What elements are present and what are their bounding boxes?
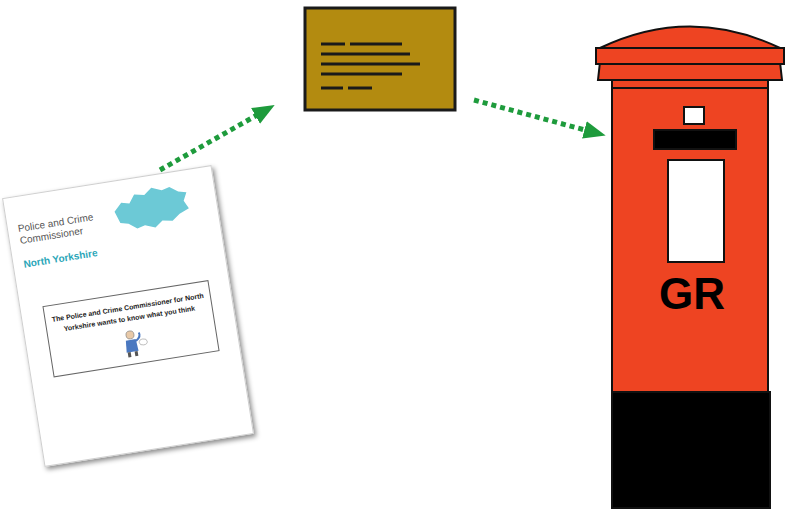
flow-arrow	[160, 110, 266, 170]
survey-document: Police and Crime CommissionerNorth Yorks…	[2, 165, 254, 467]
royal-cipher: GR	[630, 266, 754, 322]
envelope	[305, 8, 455, 110]
post-box-label-area: GR	[630, 266, 754, 322]
survey-panel: The Police and Crime Commissioner for No…	[42, 280, 219, 377]
county-map	[107, 178, 195, 238]
person-figure	[116, 325, 150, 359]
logo-text: Police and Crime Commissioner	[17, 208, 119, 246]
panel-text: The Police and Crime Commissioner for No…	[51, 291, 206, 336]
logo-text: North Yorkshire	[23, 247, 99, 270]
post-box	[596, 27, 784, 509]
flow-arrow	[474, 100, 596, 133]
